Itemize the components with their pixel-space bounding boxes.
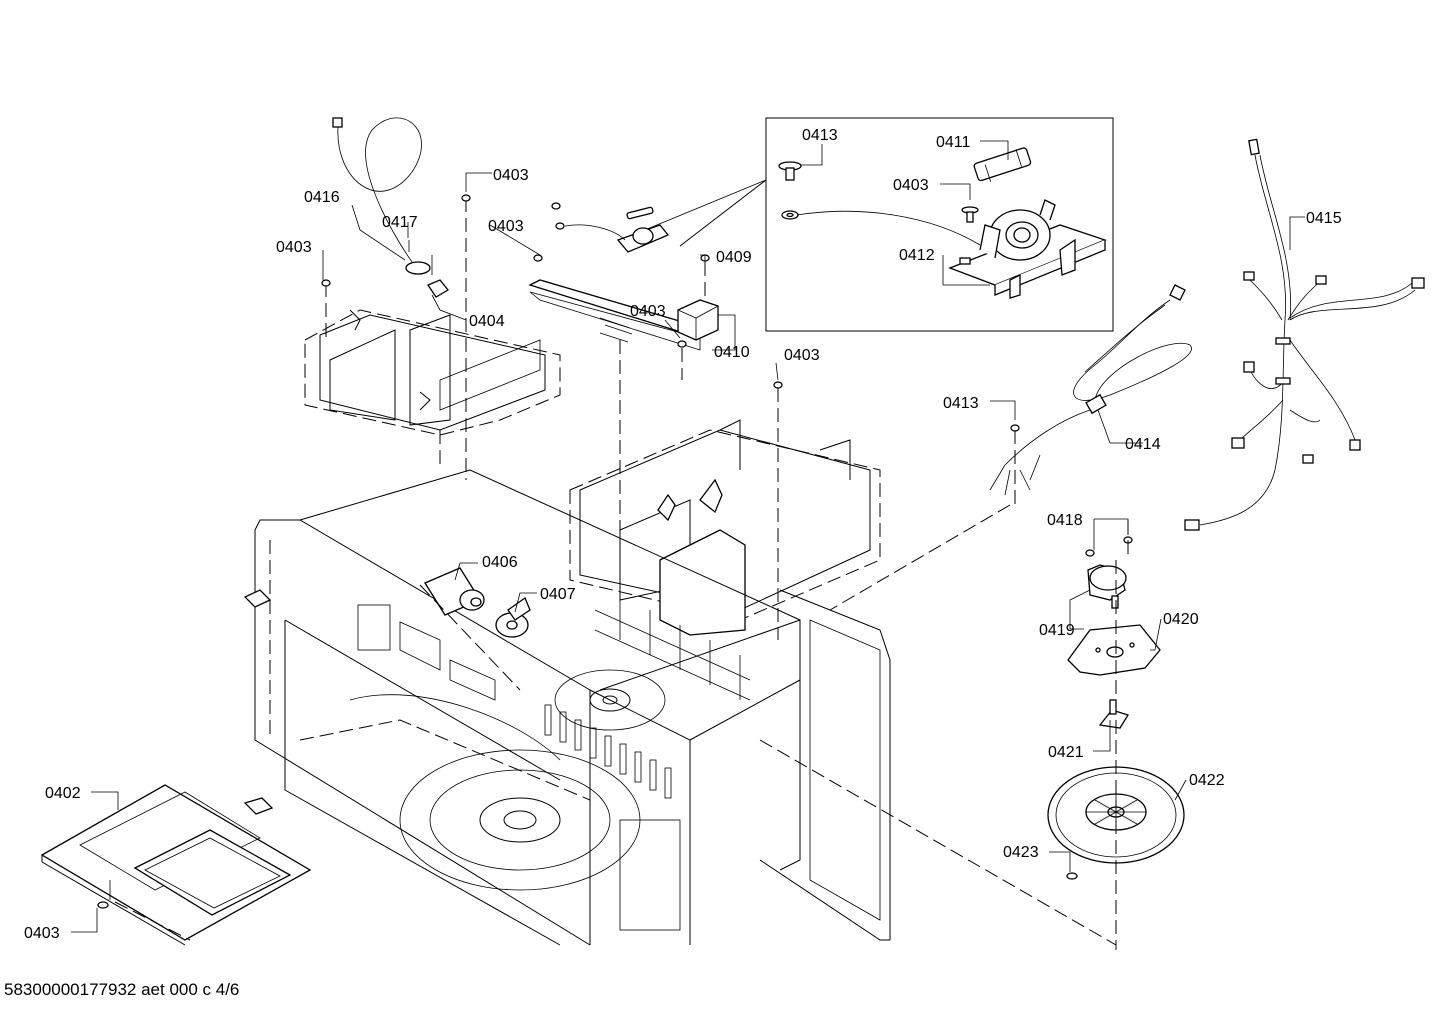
callout-labels: 0416 0417 0403 0403 0403 0404 0403 0409 …	[24, 127, 1342, 942]
lamp-socket-0407	[495, 597, 531, 638]
drawing-reference-footer: 58300000177932 aet 000 c 4/6	[4, 980, 240, 999]
callout-0402: 0402	[45, 785, 81, 802]
callout-0403: 0403	[276, 239, 312, 256]
main-bracket	[569, 340, 881, 640]
upper-left-bracket	[304, 198, 561, 480]
callout-0422: 0422	[1189, 772, 1225, 789]
callout-0416: 0416	[304, 189, 340, 206]
callout-0403: 0403	[493, 167, 529, 184]
coupler-0421	[1098, 699, 1129, 729]
wire-harness-0415	[1184, 138, 1425, 531]
screws	[321, 194, 1020, 432]
callout-0404: 0404	[469, 313, 505, 330]
cover-plate-0402	[40, 784, 312, 946]
callout-0414: 0414	[1125, 436, 1161, 453]
stirrer-blade-0420	[1067, 624, 1161, 676]
capacitor-0410	[677, 262, 719, 341]
callout-0418: 0418	[1047, 512, 1083, 529]
callout-0413: 0413	[802, 127, 838, 144]
callout-0411: 0411	[936, 134, 971, 151]
callout-0420: 0420	[1163, 611, 1199, 628]
callout-0413: 0413	[943, 395, 979, 412]
fuse-part	[973, 147, 1032, 182]
callout-0415: 0415	[1306, 210, 1342, 227]
callout-0421: 0421	[1048, 744, 1084, 761]
callout-0412: 0412	[899, 247, 935, 264]
small-fuse-holder	[555, 206, 670, 253]
callout-0409: 0409	[716, 249, 752, 266]
callout-0403: 0403	[784, 347, 820, 364]
callout-0419: 0419	[1039, 622, 1075, 639]
callout-0407: 0407	[540, 586, 576, 603]
harness-0416	[332, 117, 449, 298]
callout-0403: 0403	[630, 303, 666, 320]
callout-0403: 0403	[488, 218, 524, 235]
leader-lines	[71, 140, 1305, 933]
callout-0417: 0417	[382, 214, 418, 231]
left-clips	[243, 589, 274, 815]
stirrer-cover-0422	[1047, 766, 1185, 880]
callout-0403: 0403	[24, 925, 60, 942]
detail-inset	[639, 117, 1114, 332]
fuse-holder-board	[948, 199, 1107, 299]
callout-0410: 0410	[714, 344, 750, 361]
power-cord-0414	[989, 284, 1192, 505]
stirrer-motor-0419	[1085, 520, 1133, 609]
oven-chassis	[254, 469, 891, 946]
callout-0403: 0403	[893, 177, 929, 194]
callout-0423: 0423	[1003, 844, 1039, 861]
callout-0406: 0406	[482, 554, 518, 571]
lamp-0406	[424, 567, 485, 616]
